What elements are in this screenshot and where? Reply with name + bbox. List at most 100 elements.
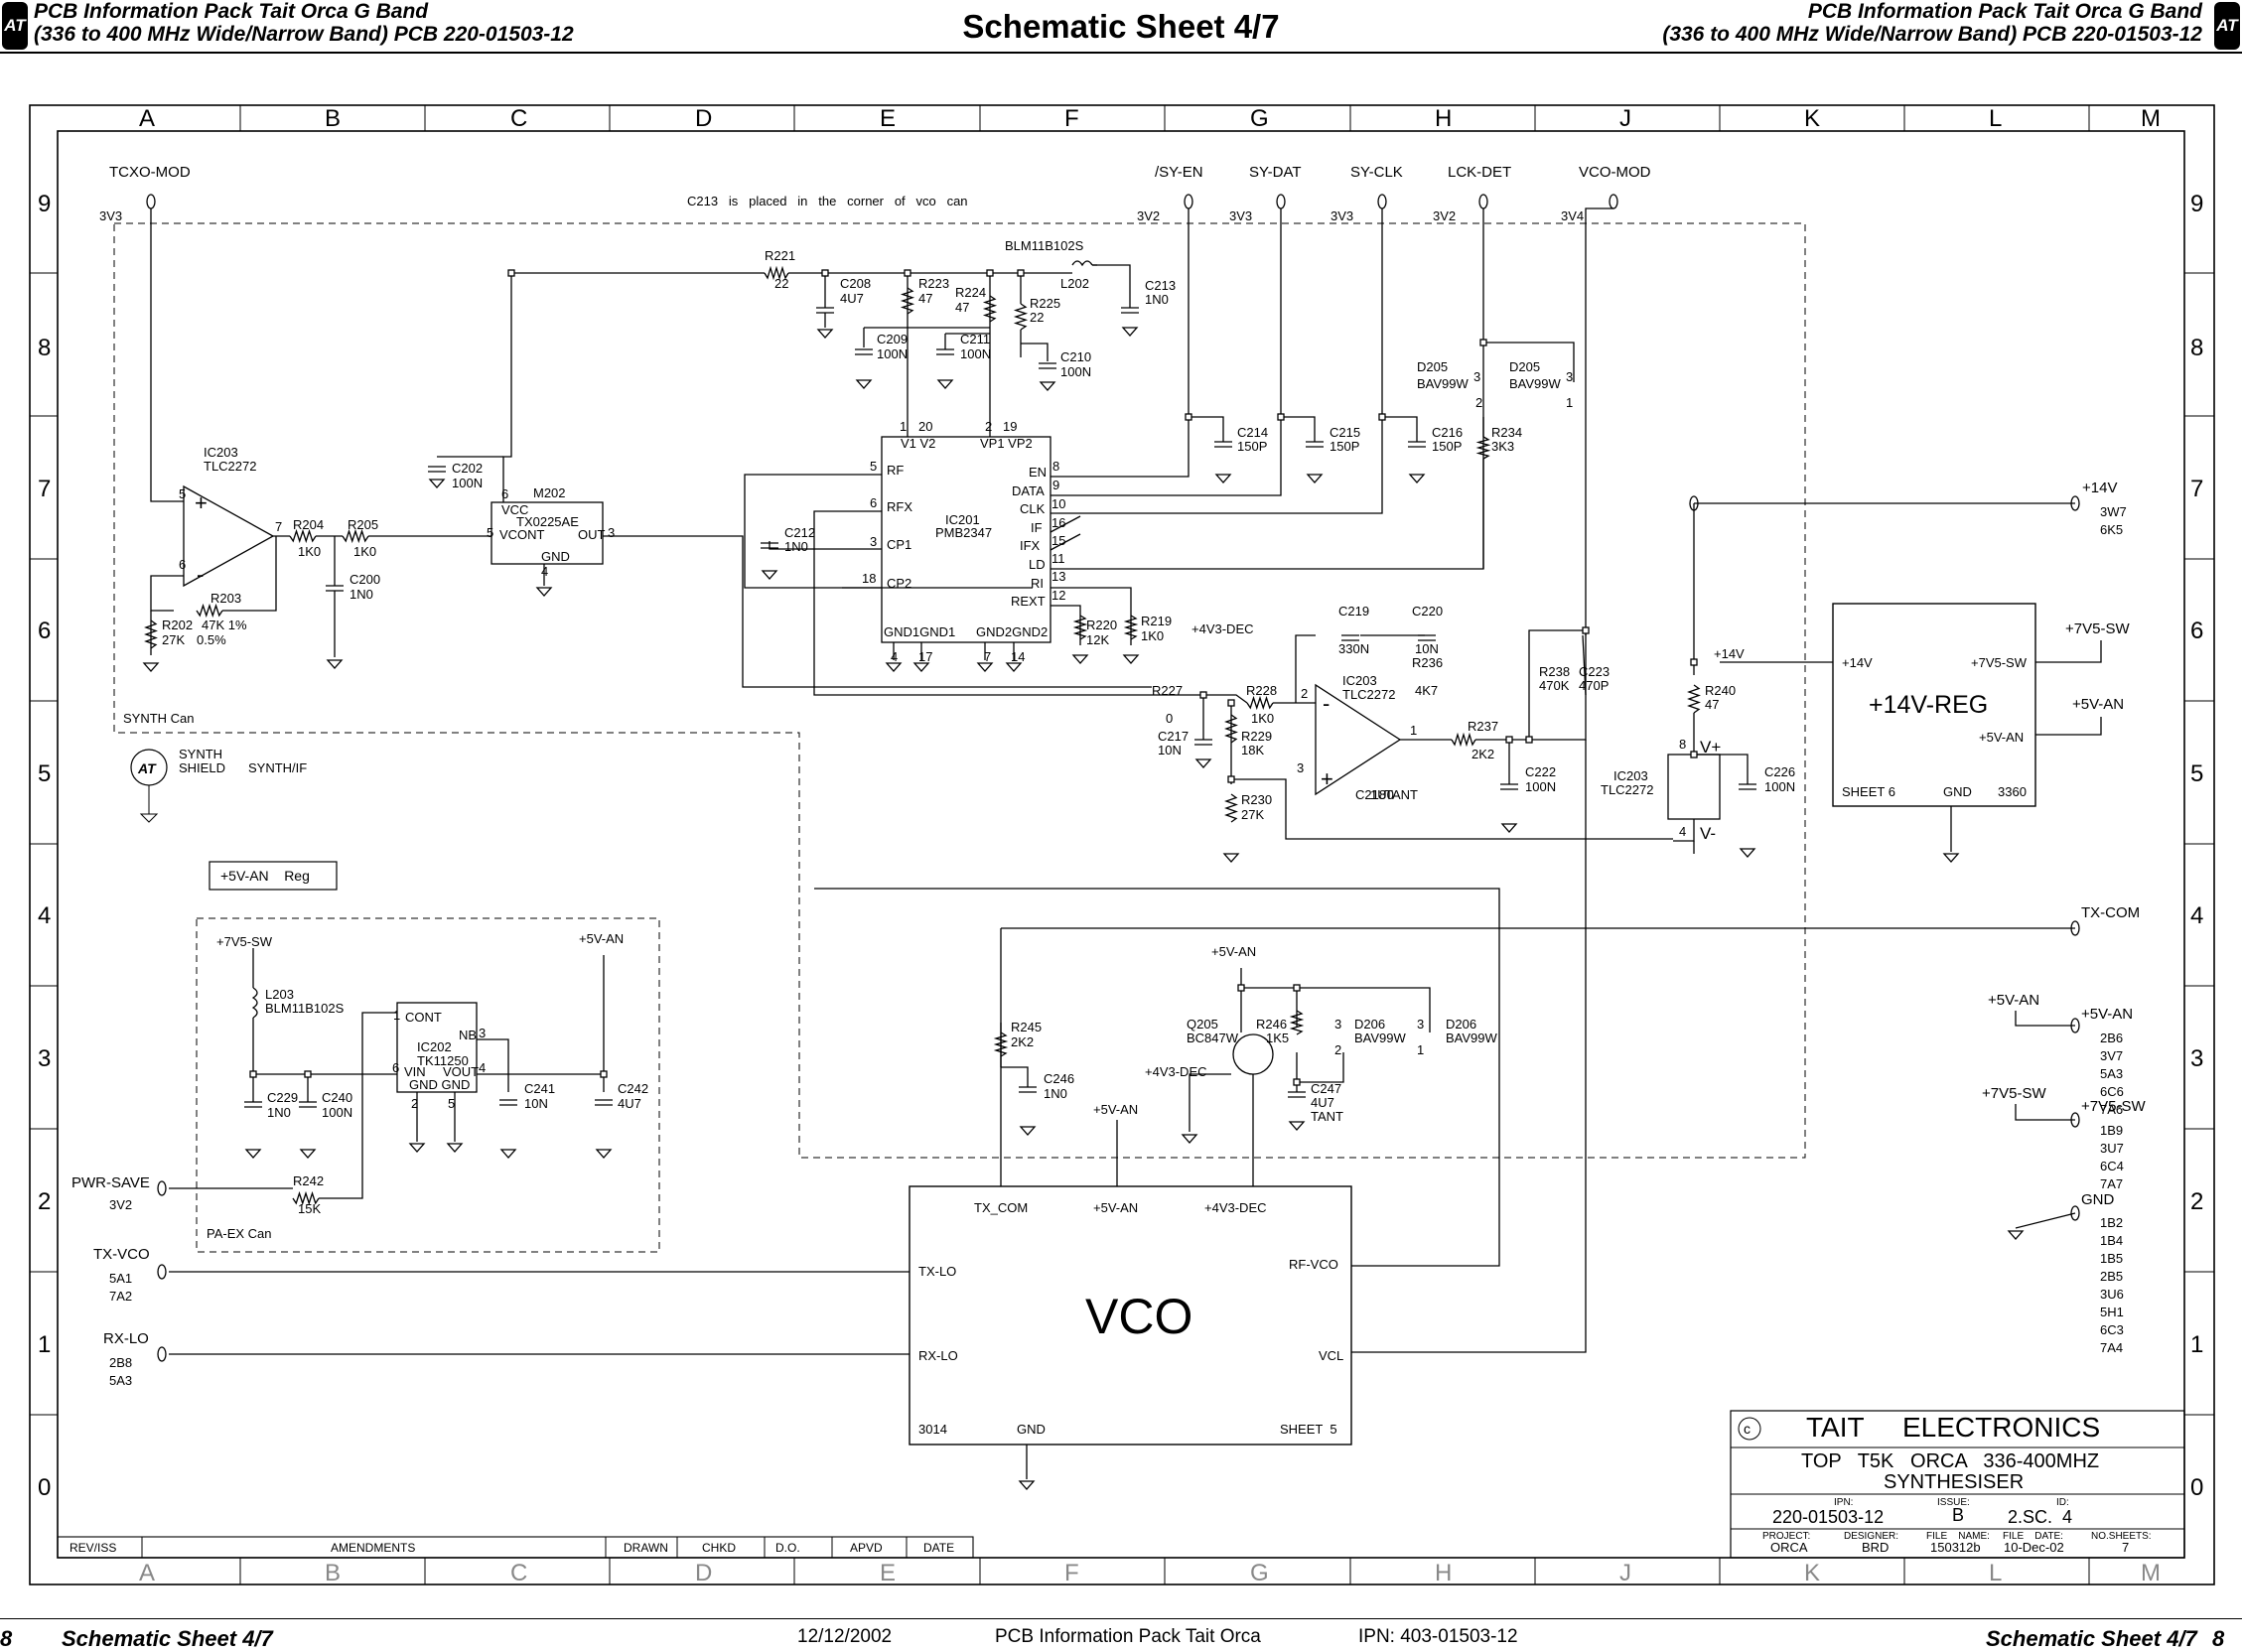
component-label: C218 [1355, 787, 1386, 802]
amendments-label: AMENDMENTS [331, 1541, 415, 1555]
component-label: TANT [1311, 1109, 1343, 1124]
component-label: BAV99W [1417, 376, 1470, 391]
vco-pin-rx-lo: RX-LO [918, 1348, 958, 1363]
component-label: R240 [1705, 683, 1736, 698]
resistor-symbol [1072, 615, 1088, 640]
pin-number: 2 [1334, 1042, 1341, 1057]
revision-block: REV/ISS AMENDMENTS DRAWN CHKD D.O. APVD … [57, 1536, 974, 1559]
component-label: C202 [452, 461, 483, 476]
supply-vminus: V- [1700, 824, 1716, 843]
component-label: 4U7 [1311, 1095, 1334, 1110]
component-label: 330N [1338, 641, 1369, 656]
header-left: PCB Information Pack Tait Orca G Band (3… [34, 0, 574, 46]
ground-symbol [535, 587, 553, 597]
net-gnd-ref: 3U6 [2100, 1287, 2124, 1302]
component-label: D205 [1417, 359, 1448, 374]
pin-number: 4 [541, 564, 548, 579]
component-label: 150P [1330, 439, 1359, 454]
pin-number: 3 [479, 1026, 486, 1040]
component-label: C210 [1060, 349, 1091, 364]
resistor-symbol [982, 295, 998, 323]
net-tcxo-mod: TCXO-MOD [109, 164, 191, 181]
filedate-value: 10-Dec-02 [2004, 1540, 2064, 1555]
grid-row-left: 3 [38, 1045, 51, 1072]
supply-vplus: V+ [1700, 738, 1721, 757]
filename-header: FILE NAME: [1926, 1531, 1990, 1542]
component-label: V1 V2 [901, 436, 935, 451]
component-label: D206 [1354, 1017, 1385, 1032]
vco-pin-tx-com: TX_COM [974, 1200, 1028, 1215]
component-label: CLK [1020, 501, 1046, 516]
resistor-symbol [1687, 684, 1701, 714]
component-label: C220 [1412, 604, 1443, 619]
junction [1378, 413, 1386, 421]
component-label: 1N0 [267, 1105, 291, 1120]
grid-row-left: 4 [38, 902, 51, 929]
component-label: R203 [210, 591, 241, 606]
ipn-header: IPN: [1834, 1497, 1853, 1508]
component-label: C219 [1338, 604, 1369, 619]
resistor-symbol [342, 528, 369, 544]
net-pwr-save-ref: 3V2 [109, 1197, 132, 1212]
component-label: 1N0 [1145, 292, 1169, 307]
component-label: VCONT [499, 527, 545, 542]
paex-can-outline [196, 917, 660, 1253]
component-label: R242 [293, 1173, 324, 1188]
resistor-symbol [1224, 714, 1238, 744]
ground-symbol [1222, 853, 1240, 863]
resistor-symbol [993, 1032, 1009, 1057]
component-label: 47 [1705, 697, 1719, 712]
component-label: VOUT [443, 1064, 479, 1079]
pin-number: 3 [1473, 369, 1480, 384]
grid-col-bottom: B [325, 1560, 341, 1586]
pin-number: 5 [179, 486, 186, 501]
component-label: 18K [1241, 743, 1264, 757]
component-label: TLC2272 [204, 459, 256, 474]
net-gnd-ref: 1B4 [2100, 1233, 2123, 1248]
connector-symbol [1276, 194, 1286, 209]
grid-col-top: H [1435, 105, 1452, 132]
component-label: 15K [298, 1201, 321, 1216]
issue-header: ISSUE: [1937, 1497, 1970, 1508]
component-label: C212 [784, 525, 815, 540]
junction [1277, 413, 1285, 421]
grid-col-bottom: E [880, 1560, 896, 1586]
drawing-title-1: TOP T5K ORCA 336-400MHZ [1801, 1450, 2099, 1472]
component-label: R224 [955, 285, 986, 300]
component-label: IC203 [1613, 768, 1648, 783]
wire [744, 474, 1033, 589]
grid-row-left: 9 [38, 191, 51, 217]
component-label: TK11250 [417, 1053, 469, 1068]
junction [1582, 626, 1590, 634]
connector-symbol [157, 1180, 167, 1196]
component-label: 100N [322, 1105, 352, 1120]
component-label: IC203 [204, 445, 238, 460]
resistor-symbol [1123, 615, 1139, 640]
ground-symbol [761, 570, 778, 580]
issue-value: B [1952, 1505, 1964, 1525]
project-header: PROJECT: [1762, 1531, 1810, 1542]
component-label: RFX [887, 499, 912, 514]
connector-symbol [2070, 1205, 2080, 1221]
wire [1051, 208, 1282, 496]
component-label: C211 [960, 332, 990, 346]
ground-symbol [499, 1149, 517, 1159]
inductor-symbol [251, 987, 258, 1019]
grid-col-top: A [139, 105, 155, 132]
wire [814, 888, 1500, 1267]
wire [477, 955, 605, 1075]
component-label: 12K [1086, 632, 1109, 647]
resistor-symbol [764, 265, 789, 281]
component-label: 1N0 [350, 587, 373, 602]
component-label: 1K0 [298, 544, 321, 559]
vco-pin-vcl: VCL [1319, 1348, 1343, 1363]
component-label: CP2 [887, 576, 911, 591]
reg-label-box [209, 861, 338, 891]
resistor-symbol [1289, 1010, 1305, 1035]
header-rule [0, 52, 2242, 54]
component-label: C246 [1044, 1071, 1074, 1086]
component-label: R205 [348, 517, 378, 532]
nosheets-value: 7 [2122, 1540, 2129, 1555]
wire [1281, 416, 1316, 442]
pin-number: 4 [479, 1060, 486, 1075]
